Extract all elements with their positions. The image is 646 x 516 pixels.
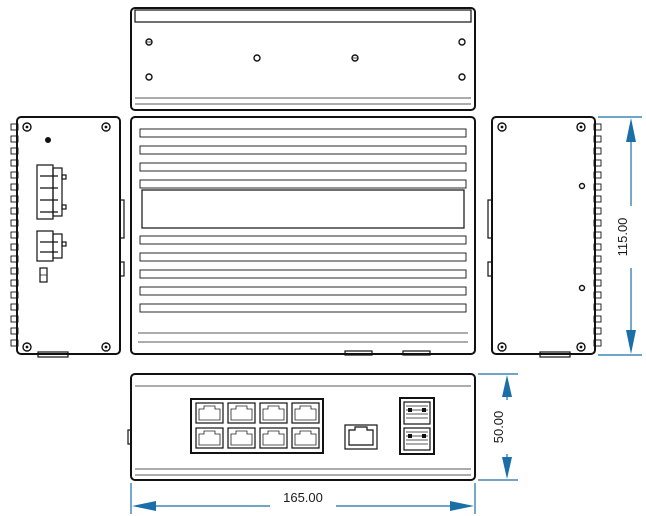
console-port xyxy=(344,424,378,450)
port-view xyxy=(127,373,476,481)
power-terminal-block xyxy=(36,164,67,220)
rj45-socket xyxy=(230,430,253,446)
top-view xyxy=(130,7,476,111)
rj45-socket xyxy=(294,430,317,446)
relay-terminal-block xyxy=(36,230,67,262)
heatsink-fins xyxy=(139,128,467,313)
grounding-point xyxy=(45,137,51,143)
rj45-port xyxy=(291,402,320,424)
rj45-socket xyxy=(230,405,253,421)
rj45-port xyxy=(227,402,256,424)
rj45-socket xyxy=(198,405,221,421)
rj45-port xyxy=(227,427,256,449)
corner-screws-left xyxy=(22,122,111,352)
fin xyxy=(139,252,467,262)
sfp-ports xyxy=(399,397,435,455)
depth-dimension-label: 50.00 xyxy=(491,411,506,444)
fin xyxy=(139,286,467,296)
rj45-socket xyxy=(262,430,285,446)
rj45-port xyxy=(259,427,288,449)
top-view-screw-holes xyxy=(145,38,466,81)
rj45-port xyxy=(195,427,224,449)
rj45-port xyxy=(291,427,320,449)
sfp-slot xyxy=(403,427,431,451)
sfp-slot xyxy=(403,401,431,425)
left-side-view xyxy=(10,116,125,358)
rj45-socket xyxy=(262,405,285,421)
width-dimension: 165.00 xyxy=(130,483,476,514)
fin xyxy=(139,179,467,189)
fin xyxy=(139,235,467,245)
height-dimension-label: 115.00 xyxy=(615,218,630,257)
rj45-socket xyxy=(198,430,221,446)
height-dimension: 115.00 xyxy=(598,116,644,356)
fin xyxy=(139,145,467,155)
fin xyxy=(139,303,467,313)
right-side-view xyxy=(487,116,602,358)
fin xyxy=(139,162,467,172)
fin xyxy=(139,269,467,279)
rj45-socket xyxy=(294,405,317,421)
corner-screws-right xyxy=(497,122,586,352)
rj45-port xyxy=(195,402,224,424)
rj45-port-bank xyxy=(190,398,324,454)
rj45-port xyxy=(259,402,288,424)
depth-dimension: 50.00 xyxy=(478,373,520,481)
width-dimension-label: 165.00 xyxy=(283,490,323,505)
fin xyxy=(139,128,467,138)
front-view xyxy=(130,116,476,356)
